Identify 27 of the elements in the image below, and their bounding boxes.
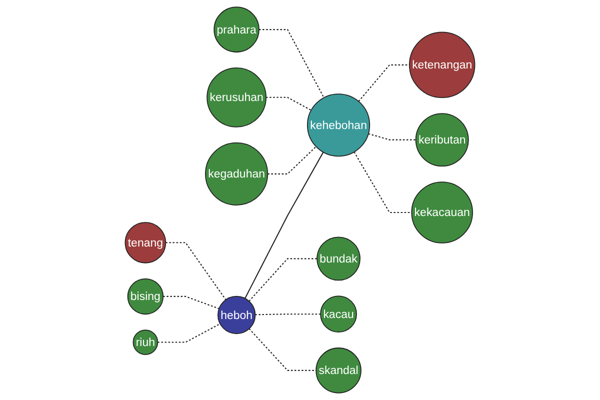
word-node: kegaduhan <box>205 142 268 206</box>
dashed-line <box>248 258 318 302</box>
word-node: kekacauan <box>411 182 473 244</box>
dashed-line <box>358 64 410 102</box>
word-node: bundak <box>316 236 360 281</box>
dashed-line <box>268 146 316 174</box>
dashed-line <box>354 152 412 213</box>
dashed-line <box>259 29 324 98</box>
dashed-line <box>266 96 312 111</box>
dashed-line <box>166 242 226 300</box>
word-node: skandal <box>316 348 362 394</box>
word-node: riuh <box>132 330 158 355</box>
word-node: bising <box>127 278 164 315</box>
word-node: ketenangan <box>408 32 476 98</box>
word-node: keributan <box>415 113 469 167</box>
word-node: kehebohan <box>306 94 370 157</box>
dashed-line <box>248 328 316 371</box>
dashed-line <box>255 314 321 316</box>
word-node: kerusuhan <box>206 67 266 128</box>
word-node: tenang <box>124 222 166 264</box>
word-node: prahara <box>214 6 260 52</box>
word-node: kacau <box>320 296 357 333</box>
dashed-line <box>163 296 220 310</box>
dashed-line <box>368 133 416 140</box>
word-node: heboh <box>217 296 256 334</box>
dashed-line <box>158 323 220 343</box>
connector-line <box>244 152 324 299</box>
